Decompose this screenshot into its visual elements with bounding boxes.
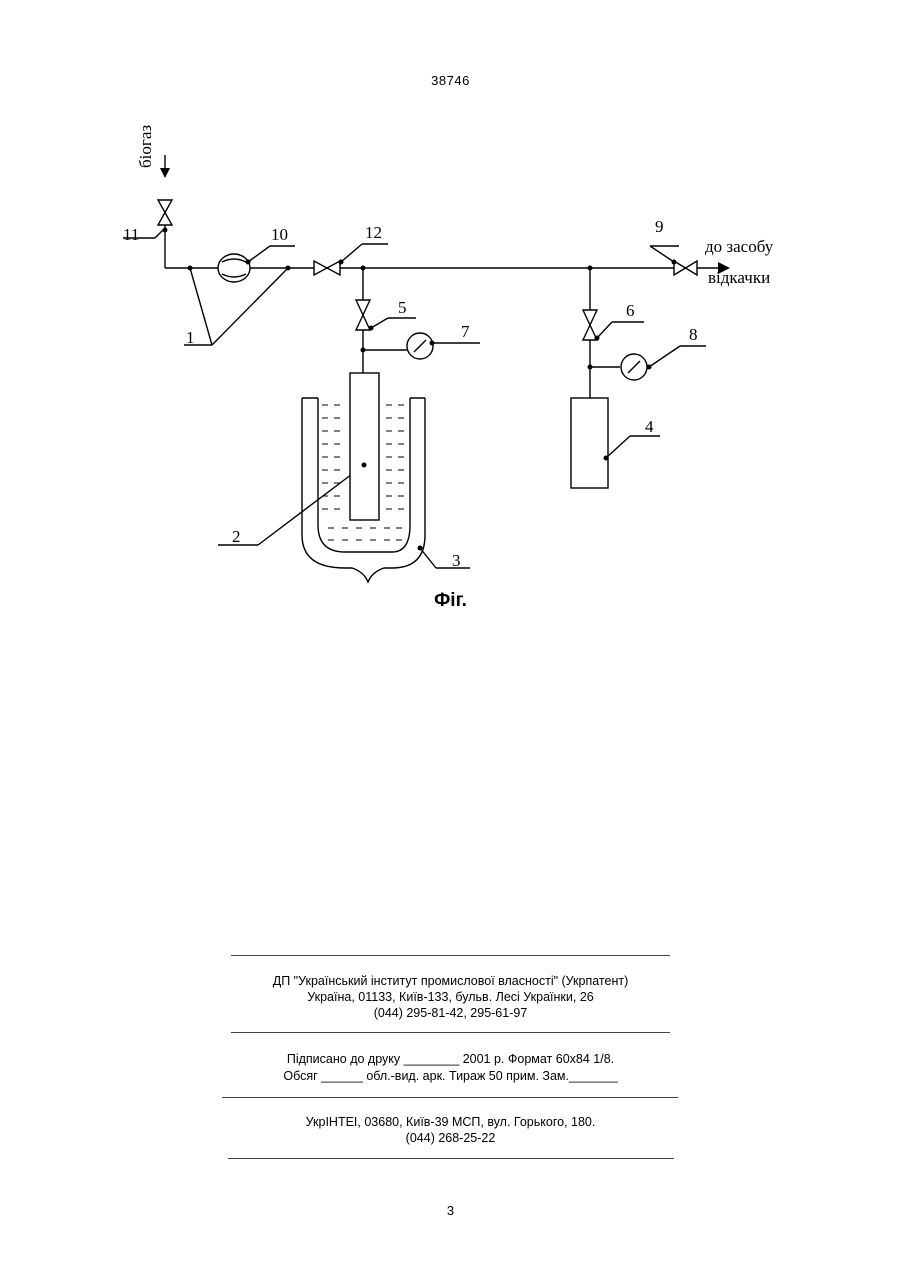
label-1: 1: [186, 328, 195, 347]
valve-9: [674, 261, 697, 275]
print-line-2: Обсяг ______ обл.-вид. арк. Тираж 50 при…: [0, 1068, 901, 1084]
page-number: 3: [0, 1203, 901, 1218]
label-11: 11: [123, 225, 139, 244]
label-3: 3: [452, 551, 461, 570]
publisher-line-3: (044) 295-81-42, 295-61-97: [0, 1005, 901, 1021]
diagram-svg: біогаз до засобу відкачки 11 10 12 9 5 7…: [108, 105, 798, 597]
label-6: 6: [626, 301, 635, 320]
valve-6: [583, 310, 597, 340]
receiver-vessel-4: [571, 398, 608, 488]
outlet-label-line2: відкачки: [708, 268, 770, 287]
printer-line-2: (044) 268-25-22: [0, 1130, 901, 1146]
label-10: 10: [271, 225, 288, 244]
divider: [231, 1032, 670, 1033]
flow-meter-10: [218, 254, 250, 282]
publisher-line-2: Україна, 01133, Київ-133, бульв. Лесі Ук…: [0, 989, 901, 1005]
figure-caption: Фіг.: [0, 590, 901, 612]
publisher-line-1: ДП "Український інститут промислової вла…: [0, 973, 901, 989]
label-8: 8: [689, 325, 698, 344]
label-7: 7: [461, 322, 470, 341]
sample-tube-2: [350, 373, 379, 520]
label-5: 5: [398, 298, 407, 317]
label-9: 9: [655, 217, 664, 236]
label-2: 2: [232, 527, 241, 546]
page-code: 38746: [0, 73, 901, 88]
inlet-arrowhead: [160, 168, 170, 178]
apparatus-diagram: біогаз до засобу відкачки 11 10 12 9 5 7…: [108, 105, 798, 597]
label-4: 4: [645, 417, 654, 436]
label-12: 12: [365, 223, 382, 242]
divider: [231, 955, 670, 956]
valve-5: [356, 300, 370, 330]
biogas-label: біогаз: [136, 125, 155, 168]
outlet-label-line1: до засобу: [705, 237, 774, 256]
divider: [228, 1158, 674, 1159]
divider: [222, 1097, 678, 1098]
valve-11: [158, 200, 172, 225]
valve-12: [314, 261, 340, 275]
print-line-1: Підписано до друку ________ 2001 р. Форм…: [0, 1051, 901, 1067]
printer-line-1: УкрІНТЕІ, 03680, Київ-39 МСП, вул. Горьк…: [0, 1114, 901, 1130]
